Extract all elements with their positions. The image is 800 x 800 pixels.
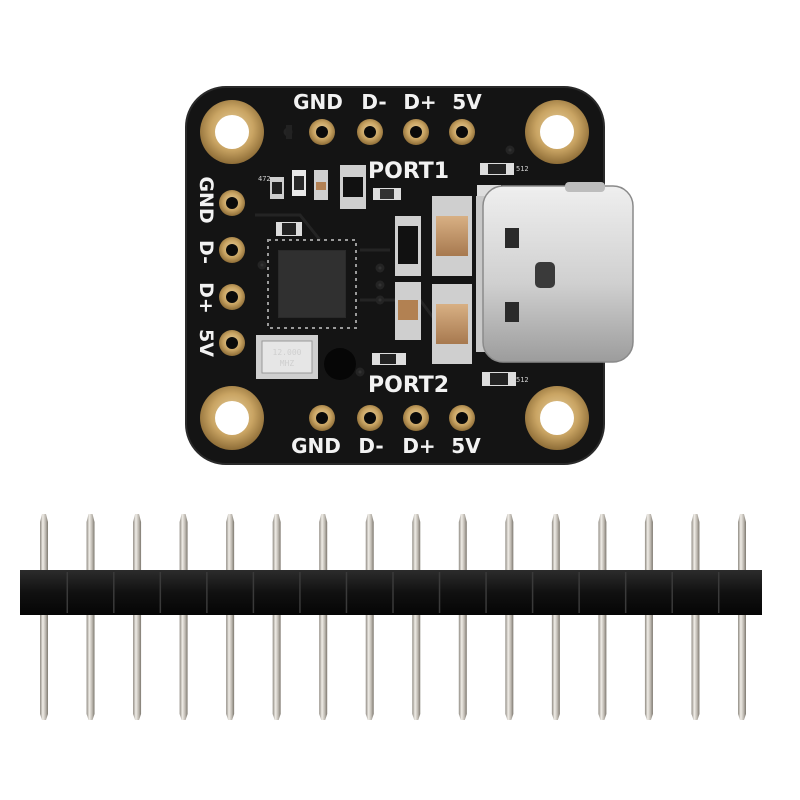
left-label-dplus: D+ [195,282,217,314]
capacitor-upper [432,196,472,276]
bottom-label-dminus: D- [358,434,383,458]
bottom-label-5v: 5V [451,434,481,458]
male-pin-header [20,514,762,720]
top-label-5v: 5V [452,90,482,114]
header-pin [412,514,421,720]
header-pin [505,514,514,720]
header-pin [133,514,142,720]
resistor-code-4: 512 [516,376,529,384]
resistor-code-1: 472 [258,175,271,183]
header-segment-dividers [66,572,720,613]
top-label-gnd: GND [293,90,343,114]
board-cutout [324,348,356,380]
header-pin [179,514,188,720]
left-label-dminus: D- [195,240,217,264]
usb-c-connector [476,182,634,363]
bottom-label-dplus: D+ [402,434,435,458]
crystal-frequency: 12.000 [273,348,302,357]
port1-label: PORT1 [368,159,449,184]
header-pin [319,514,328,720]
capacitor-lower [432,284,472,364]
header-plastic-strip [20,570,762,615]
header-pins [40,514,746,720]
usb-hub-chip [267,239,357,329]
breakout-board: GND D- D+ 5V GND D- D+ 5V GND D- D+ 5V [185,86,634,465]
top-label-dplus: D+ [403,90,436,114]
left-label-5v: 5V [195,329,217,357]
crystal-unit: MHZ [280,359,295,368]
left-label-gnd: GND [195,176,217,223]
header-pin [458,514,467,720]
header-pin [86,514,95,720]
resistor-code-3: 512 [516,165,529,173]
mounting-hole-top-right [525,100,589,164]
mounting-hole-bottom-right [525,386,589,450]
header-pin [598,514,607,720]
bottom-pin-row: GND D- D+ 5V [291,405,481,458]
header-pin [738,514,746,720]
header-pin [40,514,48,720]
header-pin [226,514,235,720]
header-pin [272,514,281,720]
bottom-label-gnd: GND [291,434,341,458]
top-pin-row: GND D- D+ 5V [293,90,482,145]
mounting-hole-bottom-left [200,386,264,450]
header-pin [644,514,653,720]
header-pin [551,514,560,720]
header-pin [365,514,374,720]
smd-components-middle [372,216,516,386]
left-pin-column: GND D- D+ 5V [195,176,245,357]
top-label-dminus: D- [361,90,386,114]
mounting-hole-top-left [200,100,264,164]
port2-label: PORT2 [368,373,449,398]
header-pin [691,514,700,720]
crystal-oscillator: 12.000 MHZ [256,335,318,379]
